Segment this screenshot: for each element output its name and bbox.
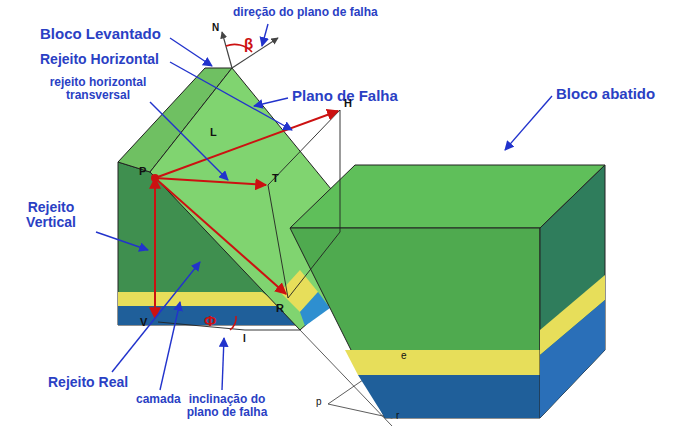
north-arrow [222,32,278,68]
part-label: camada [136,393,181,406]
point-letter: p [316,396,322,407]
part-label: Rejeito Vertical [8,200,94,231]
point-letter: T [272,172,279,184]
point-letter: P [139,165,146,177]
part-label: rejeito horizontal transversal [38,76,158,102]
point-letter: H [344,97,352,109]
part-label: Rejeito Horizontal [40,52,159,67]
part-label: Rejeito Real [48,375,128,390]
leader-arrows [96,24,552,390]
angle-symbol: β [244,36,253,53]
point-letter: N [212,22,219,33]
part-label: Bloco Levantado [40,26,161,43]
downthrown-block [290,165,605,418]
point-letter: L [210,126,217,138]
point-letter: r [396,410,399,421]
caption-label: direção do plano de falha [233,6,378,19]
point-letter: R [276,302,284,314]
point-letter: I [243,333,246,344]
point-letter: V [140,316,147,328]
angle-symbol: Φ [204,313,216,330]
part-label: inclinação do plano de falha [172,393,282,419]
point-letter: e [401,350,407,361]
part-label: Bloco abatido [556,86,655,103]
